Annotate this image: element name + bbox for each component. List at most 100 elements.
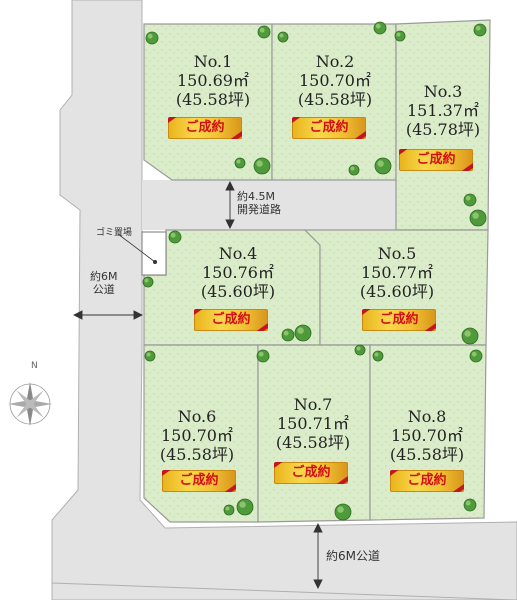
- sold-badge: ご成約: [194, 309, 268, 331]
- tree-icon: [463, 498, 477, 512]
- tree-highlight: [279, 33, 284, 38]
- lot-4-label: No.4 150.76㎡ (45.60坪): [193, 244, 283, 301]
- lot-1-label: No.1 150.69㎡ (45.58坪): [168, 52, 258, 109]
- lot-5-label: No.5 150.77㎡ (45.60坪): [352, 244, 442, 301]
- tree-highlight: [256, 160, 263, 167]
- tree-highlight: [144, 278, 149, 283]
- south-road-curb: [51, 582, 517, 600]
- sold-badge: ご成約: [390, 470, 464, 492]
- lot-area: 150.70㎡: [299, 71, 371, 90]
- sold-badge: ご成約: [168, 117, 242, 139]
- tree-icon: [223, 504, 235, 516]
- lot-area: 150.69㎡: [177, 71, 249, 90]
- tree-icon: [373, 21, 387, 35]
- sold-badge: ご成約: [274, 462, 348, 484]
- tree-icon: [256, 349, 270, 363]
- west-road-label: 約6M 公道: [90, 270, 118, 296]
- tree-icon: [257, 25, 271, 39]
- tree-icon: [469, 209, 487, 227]
- lot-tsubo: (45.58坪): [297, 90, 373, 109]
- tree-icon: [142, 276, 154, 288]
- garbage-label: ゴミ置場: [96, 228, 133, 238]
- tree-highlight: [258, 351, 264, 357]
- sold-badge: ご成約: [362, 309, 436, 331]
- lot-tsubo: (45.60坪): [200, 282, 276, 301]
- tree-highlight: [236, 159, 241, 164]
- tree-highlight: [465, 500, 471, 506]
- tree-highlight: [471, 351, 477, 357]
- tree-highlight: [377, 160, 384, 167]
- lot-2-label: No.2 150.70㎡ (45.58坪): [290, 52, 380, 109]
- tree-icon: [374, 157, 392, 175]
- lot-area: 150.70㎡: [161, 426, 233, 445]
- lot-number: No.2: [315, 52, 355, 71]
- lot-number: No.5: [377, 244, 417, 263]
- tree-highlight: [350, 166, 355, 171]
- tree-icon: [145, 31, 159, 45]
- tree-highlight: [465, 195, 471, 201]
- west-road: [51, 0, 517, 600]
- lot-tsubo: (45.78坪): [405, 120, 481, 139]
- tree-icon: [394, 30, 406, 42]
- tree-icon: [334, 503, 352, 521]
- tree-highlight: [239, 501, 246, 508]
- dev-road-label: 約4.5M 開発道路: [237, 190, 281, 216]
- tree-highlight: [297, 327, 304, 334]
- lot-number: No.1: [193, 52, 233, 71]
- tree-icon: [354, 344, 366, 356]
- lot-8-label: No.8 150.70㎡ (45.58坪): [382, 407, 472, 464]
- lot-number: No.4: [218, 244, 258, 263]
- lot-tsubo: (45.58坪): [175, 90, 251, 109]
- dev-road: [142, 180, 396, 230]
- lot-area: 150.76㎡: [202, 263, 274, 282]
- lot-tsubo: (45.58坪): [275, 433, 351, 452]
- tree-icon: [372, 350, 384, 362]
- lot-area: 150.70㎡: [391, 426, 463, 445]
- trees: [142, 21, 487, 521]
- tree-icon: [144, 350, 156, 362]
- tree-highlight: [283, 330, 289, 336]
- garbage-area: [141, 231, 167, 276]
- tree-highlight: [146, 352, 151, 357]
- tree-icon: [469, 349, 483, 363]
- lot-6-label: No.6 150.70㎡ (45.58坪): [152, 407, 242, 464]
- tree-icon: [281, 328, 295, 342]
- tree-highlight: [374, 352, 379, 357]
- tree-highlight: [475, 25, 481, 31]
- lot-tsubo: (45.60坪): [359, 282, 435, 301]
- lot-1: [143, 23, 273, 181]
- tree-icon: [473, 23, 487, 37]
- lot-3-label: No.3 151.37㎡ (45.78坪): [398, 82, 488, 139]
- lot-7-label: No.7 150.71㎡ (45.58坪): [268, 395, 358, 452]
- tree-highlight: [375, 23, 381, 29]
- sold-badge: ご成約: [292, 117, 366, 139]
- tree-icon: [236, 498, 254, 516]
- tree-highlight: [356, 346, 361, 351]
- compass-label: N: [31, 361, 38, 371]
- lot-area: 150.77㎡: [361, 263, 433, 282]
- lot-number: No.7: [293, 395, 333, 414]
- lot-tsubo: (45.58坪): [389, 445, 465, 464]
- tree-icon: [461, 327, 479, 345]
- compass-rose-icon: [8, 382, 52, 426]
- tree-icon: [277, 31, 289, 43]
- lot-area: 150.71㎡: [277, 414, 349, 433]
- tree-highlight: [464, 330, 471, 337]
- tree-icon: [463, 193, 477, 207]
- tree-icon: [294, 324, 312, 342]
- tree-highlight: [337, 506, 344, 513]
- lot-number: No.6: [177, 407, 217, 426]
- tree-icon: [253, 157, 271, 175]
- tree-icon: [168, 230, 182, 244]
- tree-icon: [348, 164, 360, 176]
- tree-highlight: [147, 33, 153, 39]
- lot-number: No.8: [407, 407, 447, 426]
- south-road-label: 約6M公道: [326, 549, 380, 563]
- tree-highlight: [259, 27, 265, 33]
- lot-number: No.3: [423, 82, 463, 101]
- tree-icon: [234, 157, 246, 169]
- tree-highlight: [170, 232, 176, 238]
- lot-area: 151.37㎡: [407, 101, 479, 120]
- sold-badge: ご成約: [162, 470, 236, 492]
- tree-highlight: [396, 32, 401, 37]
